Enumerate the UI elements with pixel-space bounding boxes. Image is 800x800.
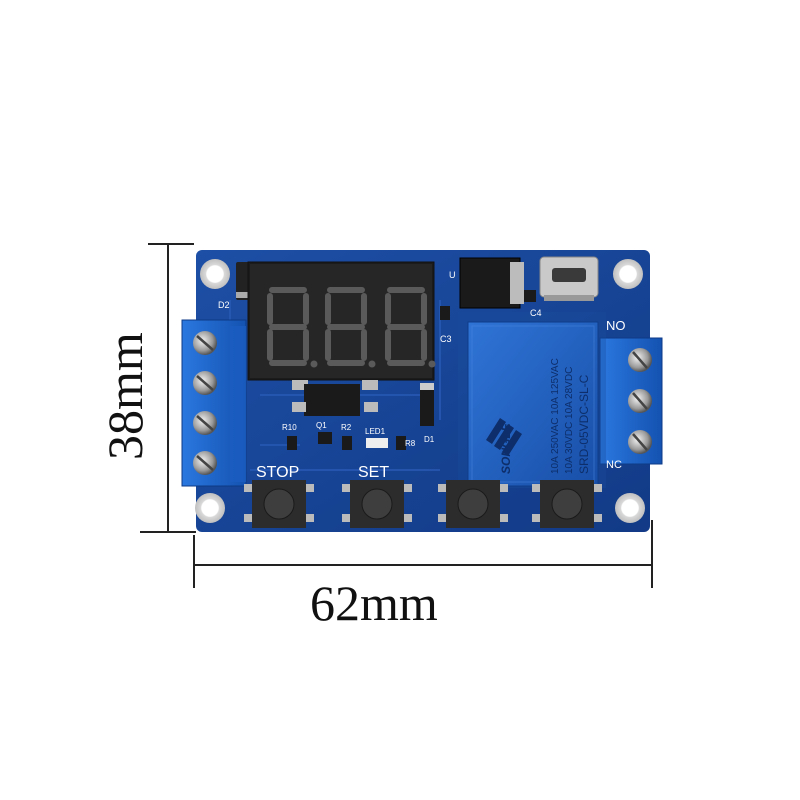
- tactile-buttons: [244, 480, 602, 528]
- micro-usb-port: [539, 256, 599, 301]
- terminal-block-left: [181, 319, 247, 487]
- height-dimension-label: 38mm: [97, 332, 153, 460]
- label-nc: NC: [606, 459, 622, 471]
- stop-button: [244, 480, 314, 528]
- label-led1: LED1: [365, 427, 386, 436]
- third-button: [438, 480, 508, 528]
- label-r10: R10: [282, 423, 297, 432]
- label-c4: C4: [530, 308, 542, 318]
- height-dimension: [140, 243, 196, 533]
- label-r8: R8: [405, 439, 416, 448]
- label-q1: Q1: [316, 421, 327, 430]
- regulator-ic: [459, 257, 524, 309]
- fourth-button: [532, 480, 602, 528]
- width-dimension-label: 62mm: [310, 575, 438, 631]
- relay-model: SRD-05VDC-SL-C: [577, 374, 591, 474]
- width-dimension: [193, 520, 653, 588]
- label-stop: STOP: [256, 464, 299, 481]
- relay-module: SONGLE 10A 250VAC 10A 125VAC 10A 30VDC 1…: [458, 312, 606, 488]
- label-c3: C3: [440, 334, 452, 344]
- set-button: [342, 480, 412, 528]
- relay-rating-1: 10A 250VAC 10A 125VAC: [550, 358, 561, 474]
- smd-components: [287, 290, 536, 450]
- relay-rating-2: 10A 30VDC 10A 28VDC: [564, 367, 575, 474]
- label-d2: D2: [218, 300, 230, 310]
- label-r2: R2: [341, 423, 352, 432]
- height-dimension-wrap: 38mm: [97, 332, 160, 640]
- terminal-block-right: [599, 337, 663, 465]
- label-no: NO: [606, 318, 626, 333]
- label-d1: D1: [424, 435, 435, 444]
- songle-logo-icon: [486, 418, 522, 456]
- seven-segment-display: [247, 261, 436, 381]
- label-set: SET: [358, 464, 389, 481]
- label-u: U: [449, 270, 456, 280]
- mounting-holes: [195, 259, 645, 523]
